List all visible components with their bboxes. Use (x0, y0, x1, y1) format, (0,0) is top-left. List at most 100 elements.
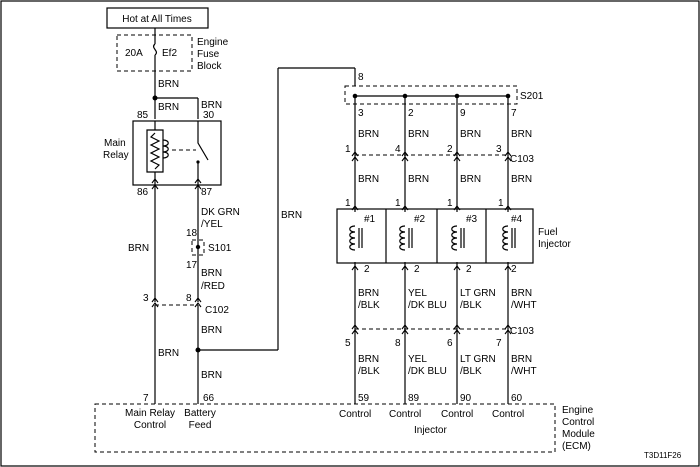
s201-pin-1: 3 (358, 108, 364, 119)
wire-label-inj1-top: BRN (358, 129, 379, 140)
c102-pin-left: 3 (143, 293, 149, 304)
splice-s201-label: S201 (520, 91, 544, 102)
wire-label-inj4-out-2: /WHT (511, 300, 537, 311)
wire-label-85-brn: BRN (158, 102, 179, 113)
s201-pin-7: 7 (511, 108, 517, 119)
wire-label-inj2-mid: BRN (408, 174, 429, 185)
ecm-pin-66: 66 (203, 393, 215, 404)
c103-top-label: C103 (510, 154, 534, 165)
power-source-box (106, 7, 209, 29)
main-relay-box (132, 120, 222, 186)
wire-label-inj2-out-2: /DK BLU (408, 300, 447, 311)
injector-1-label: #1 (364, 214, 376, 225)
fuse-block-label-1: Engine (197, 37, 229, 48)
wire-label-inj1-mid: BRN (358, 174, 379, 185)
fuse-amp: 20A (125, 48, 143, 59)
injector-3-label: #3 (466, 214, 478, 225)
fuel-injector-label-1: Fuel (538, 227, 557, 238)
ecm-label-4: (ECM) (562, 441, 591, 452)
figure-code: T3D11F26 (644, 451, 682, 460)
fuse-icon (152, 35, 158, 71)
wire-label-inj3-out-2: /BLK (460, 300, 482, 311)
splice-s101-label: S101 (208, 243, 232, 254)
ecm-pin-7: 7 (143, 393, 149, 404)
ecm-label-2: Control (562, 417, 594, 428)
c103-top-pin-4: 4 (395, 144, 401, 155)
wire-label-inj1-out-1: BRN (358, 288, 379, 299)
c103-bot-pin-7: 7 (496, 338, 502, 349)
s201-pin-2: 2 (408, 108, 414, 119)
wire-label-86-brn: BRN (128, 243, 149, 254)
wire-label-inj4-ecm-2: /WHT (511, 366, 537, 377)
wire-label-s101-1: BRN (201, 268, 222, 279)
inj1-in-pin: 1 (345, 198, 351, 209)
wire-label-30-brn: BRN (201, 100, 222, 111)
ecm-pin-59: 59 (358, 393, 370, 404)
wire-label-inj4-mid: BRN (511, 174, 532, 185)
relay-pin-30: 30 (203, 110, 215, 121)
injector-1-column: 3 BRN 1 BRN 1 #1 2 BRN /BLK 5 BRN /BLK 5… (339, 96, 380, 420)
c102-pin-right: 8 (186, 293, 192, 304)
wire-label-inj1-ecm-2: /BLK (358, 366, 380, 377)
relay-pin-85: 85 (137, 110, 149, 121)
wire-label-inj3-top: BRN (460, 129, 481, 140)
wire-label-s101-2: /RED (201, 281, 225, 292)
relay-switch-icon (197, 121, 209, 185)
c103-bot-pin-1: 5 (345, 338, 351, 349)
c102-connector (151, 297, 202, 308)
splice-s101-in: 18 (186, 228, 198, 239)
wire-label-inj3-out-1: LT GRN (460, 288, 496, 299)
fuel-injector-block (336, 208, 534, 264)
splice-s201-box (344, 85, 518, 105)
injector-4-label: #4 (511, 214, 523, 225)
wire-label-c102-right-2: BRN (201, 370, 222, 381)
wire-label-inj2-out-1: YEL (408, 288, 427, 299)
inj3-out-pin: 2 (466, 264, 472, 275)
wire-label-inj1-out-2: /BLK (358, 300, 380, 311)
ecm-label-1: Engine (562, 405, 594, 416)
relay-pin-86: 86 (137, 187, 149, 198)
fuse-block-label-2: Fuse (197, 49, 220, 60)
relay-label-1: Main (104, 138, 126, 149)
wire-label-inj3-mid: BRN (460, 174, 481, 185)
wire-label-inj4-out-1: BRN (511, 288, 532, 299)
wire-label-inj4-top: BRN (511, 129, 532, 140)
injector-4-column: 7 BRN 3 BRN 1 #4 2 BRN /WHT 7 BRN /WHT 6… (492, 96, 537, 420)
injector-2-column: 2 BRN 4 BRN 1 #2 2 YEL /DK BLU 8 YEL /DK… (389, 96, 447, 420)
ecm-injector-label: Injector (414, 425, 447, 436)
fuse-block-label-3: Block (197, 61, 222, 72)
wire-label-inj1-ecm-1: BRN (358, 354, 379, 365)
wire-label-inj2-ecm-2: /DK BLU (408, 366, 447, 377)
ecm-control-3: Control (441, 409, 473, 420)
inj1-out-pin: 2 (364, 264, 370, 275)
power-source-label: Hot at All Times (122, 14, 191, 25)
wire-label-87-2: /YEL (201, 219, 223, 230)
wire-label-87-1: DK GRN (201, 207, 240, 218)
ecm-pin-90: 90 (460, 393, 472, 404)
ecm-label-3: Module (562, 429, 595, 440)
ecm-pin-60: 60 (511, 393, 523, 404)
relay-pin-87: 87 (201, 187, 213, 198)
c102-label: C102 (205, 305, 229, 316)
wire-label-inj3-ecm-1: LT GRN (460, 354, 496, 365)
ecm-main-relay-label-1: Main Relay (125, 408, 175, 419)
ecm-battery-label-2: Feed (189, 420, 212, 431)
c103-bot-pin-8: 8 (395, 338, 401, 349)
ecm-pin-89: 89 (408, 393, 420, 404)
ecm-main-relay-label-2: Control (134, 420, 166, 431)
inj4-in-pin: 1 (498, 198, 504, 209)
wire-label-fuse-brn: BRN (158, 79, 179, 90)
splice-s201-in: 8 (358, 72, 364, 83)
c103-top-pin-2: 2 (447, 144, 453, 155)
wire-label-inj2-ecm-1: YEL (408, 354, 427, 365)
wire-label-c102-left: BRN (158, 348, 179, 359)
injector-2-label: #2 (414, 214, 426, 225)
c103-top-pin-1: 1 (345, 144, 351, 155)
ecm-control-1: Control (339, 409, 371, 420)
ecm-control-2: Control (389, 409, 421, 420)
relay-label-2: Relay (103, 150, 129, 161)
wire-label-inj2-top: BRN (408, 129, 429, 140)
